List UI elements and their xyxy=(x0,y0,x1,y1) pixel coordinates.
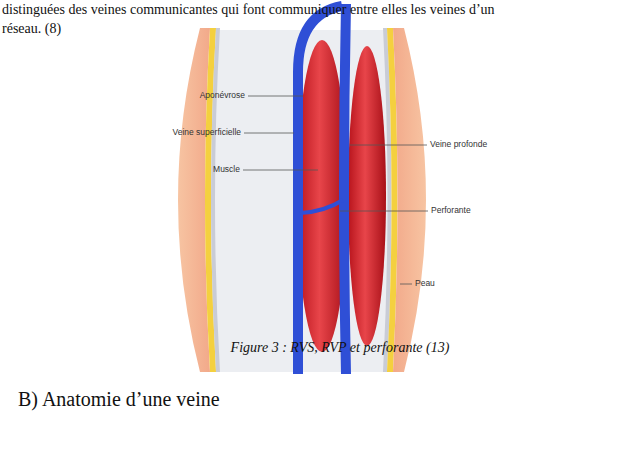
body-text: réseau. (8) xyxy=(2,21,61,37)
part-label: Perforante xyxy=(431,205,471,215)
body-text: distinguées des veines communicantes qui… xyxy=(2,2,495,18)
part-label: Veine superficielle xyxy=(172,127,241,137)
figure-caption: Figure 3 : RVS, RVP et perforante (13) xyxy=(231,340,450,356)
part-label: Peau xyxy=(415,278,435,288)
skin-right xyxy=(393,28,426,372)
leader-lines xyxy=(243,96,428,284)
muscle xyxy=(348,46,386,346)
perforating-vein xyxy=(300,200,343,213)
section-heading: B) Anatomie d’une veine xyxy=(18,388,220,411)
part-label: Aponévrose xyxy=(200,90,245,100)
part-label: Veine profonde xyxy=(430,139,487,149)
part-label: Muscle xyxy=(213,164,240,174)
deep-vein xyxy=(344,4,346,374)
superficial-vein xyxy=(298,6,342,374)
fascia-left xyxy=(211,28,220,372)
